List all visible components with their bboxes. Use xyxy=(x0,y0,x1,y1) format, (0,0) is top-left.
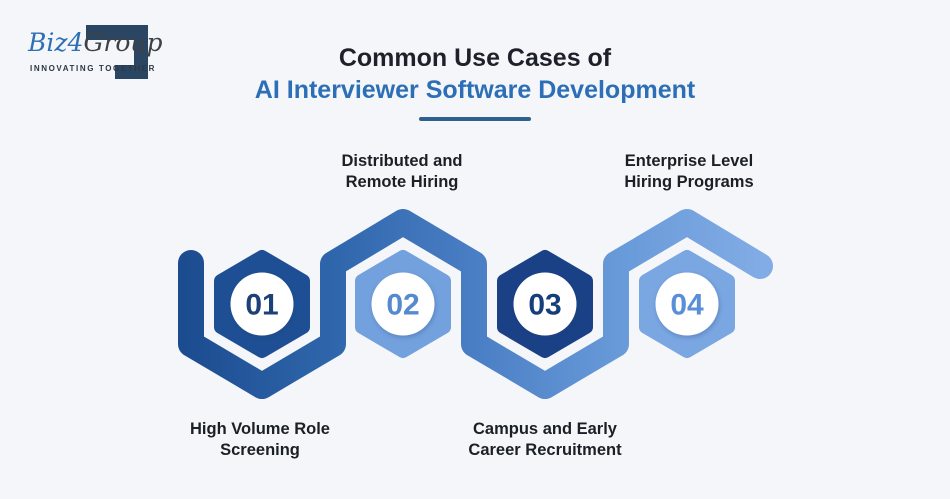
logo-tagline: INNOVATING TOGETHER xyxy=(30,64,156,73)
step-1-label-line-2: Screening xyxy=(220,441,300,459)
step-4-number: 04 xyxy=(670,289,704,322)
title-line-1: Common Use Cases of xyxy=(338,44,612,72)
logo-text-suffix: Group xyxy=(83,28,163,57)
step-hexagon-2: 02 xyxy=(355,250,451,358)
step-1-label-line-1: High Volume Role xyxy=(190,420,330,438)
step-2-circle xyxy=(371,272,435,336)
step-2-label-line-2: Remote Hiring xyxy=(345,173,459,191)
step-hexagon-1: 01 xyxy=(214,250,310,358)
title-divider xyxy=(419,117,531,121)
logo-text-digit: 4 xyxy=(67,28,84,57)
step-2-label-line-1: Distributed and xyxy=(341,152,463,170)
step-1-circle xyxy=(230,272,294,336)
step-4-circle xyxy=(655,272,719,336)
step-hexagon-3: 03 xyxy=(497,250,593,358)
step-1-number: 01 xyxy=(245,289,278,322)
logo-text-prefix: Biz xyxy=(28,28,68,57)
step-4-label: Enterprise Level Hiring Programs xyxy=(574,151,804,193)
biz4group-logo: Biz4Group INNOVATING TOGETHER xyxy=(22,10,172,92)
step-hexagon-4: 04 xyxy=(639,250,735,358)
step-1-label: High Volume Role Screening xyxy=(145,419,375,461)
step-3-label: Campus and Early Career Recruitment xyxy=(430,419,660,461)
step-4-label-line-1: Enterprise Level xyxy=(624,152,754,170)
ribbon-path xyxy=(178,209,773,399)
header: Common Use Cases of AI Interviewer Softw… xyxy=(0,44,950,121)
step-3-circle xyxy=(513,272,577,336)
step-3-label-line-1: Campus and Early xyxy=(473,420,617,438)
step-4-label-line-2: Hiring Programs xyxy=(624,173,754,191)
step-2-number: 02 xyxy=(386,289,419,322)
step-3-number: 03 xyxy=(528,289,561,322)
step-3-label-line-2: Career Recruitment xyxy=(468,441,622,459)
logo-wordmark: Biz4Group xyxy=(28,28,163,58)
step-2-label: Distributed and Remote Hiring xyxy=(287,151,517,193)
title-line-2: AI Interviewer Software Development xyxy=(254,76,696,104)
logo-bracket-icon xyxy=(86,25,148,79)
